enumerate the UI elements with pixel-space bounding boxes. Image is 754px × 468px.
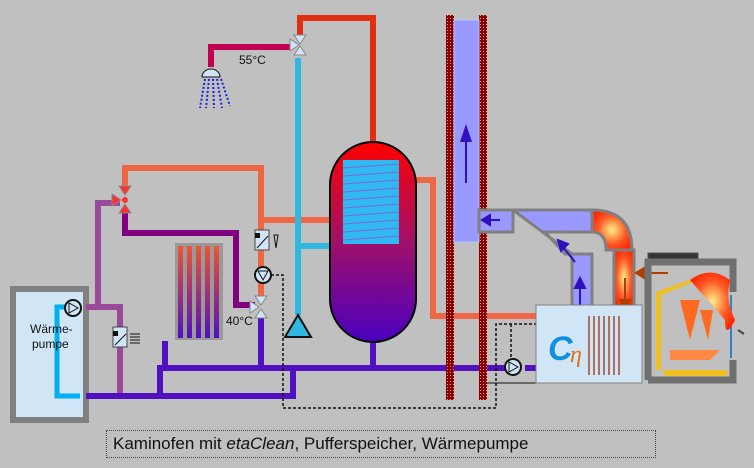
mixer-temp-label: 40°C [226,314,253,328]
return-pipes [86,318,540,399]
thermostat-heatpump[interactable] [112,326,140,348]
pump-radiator-icon[interactable] [254,266,272,284]
stove [644,252,745,384]
caption-brand: etaClean [226,434,295,453]
buffer-tank [329,141,417,343]
svg-text:η: η [570,342,582,368]
hot-water-pipe [297,15,376,150]
etaclean-unit: C η [535,304,643,384]
radiator [175,243,223,340]
heat-pump-label-line1: Wärme- [30,322,73,336]
caption-suffix: , Pufferspeicher, Wärmepumpe [294,434,529,453]
expansion-vessel [283,313,313,338]
heat-pump-label-line2: pumpe [32,337,69,351]
shower-icon [199,68,231,109]
three-way-valve-mixer[interactable] [249,295,268,319]
control-wiring [271,274,540,409]
radiator-circuit [122,210,255,308]
three-way-valve-heating[interactable] [111,185,132,214]
pump-etaclean-icon[interactable] [504,358,522,376]
shower-pipe [208,44,290,67]
heat-arrows [618,266,668,313]
flue-arrows [480,213,587,308]
shower-temp-label: 55°C [239,53,266,67]
caption-prefix: Kaminofen mit [113,434,227,453]
three-way-valve-dhw[interactable] [289,34,307,56]
chimney [446,15,487,400]
heatpump-circuit [86,200,123,396]
thermostat-radiator[interactable] [254,229,279,251]
heat-pump-label: Wärme- pumpe [30,322,73,352]
pump-heatpump-icon[interactable] [64,299,82,317]
etaclean-logo: C [548,330,573,368]
diagram-caption: Kaminofen mit etaClean, Pufferspeicher, … [106,430,656,458]
flue-duct [477,208,636,308]
